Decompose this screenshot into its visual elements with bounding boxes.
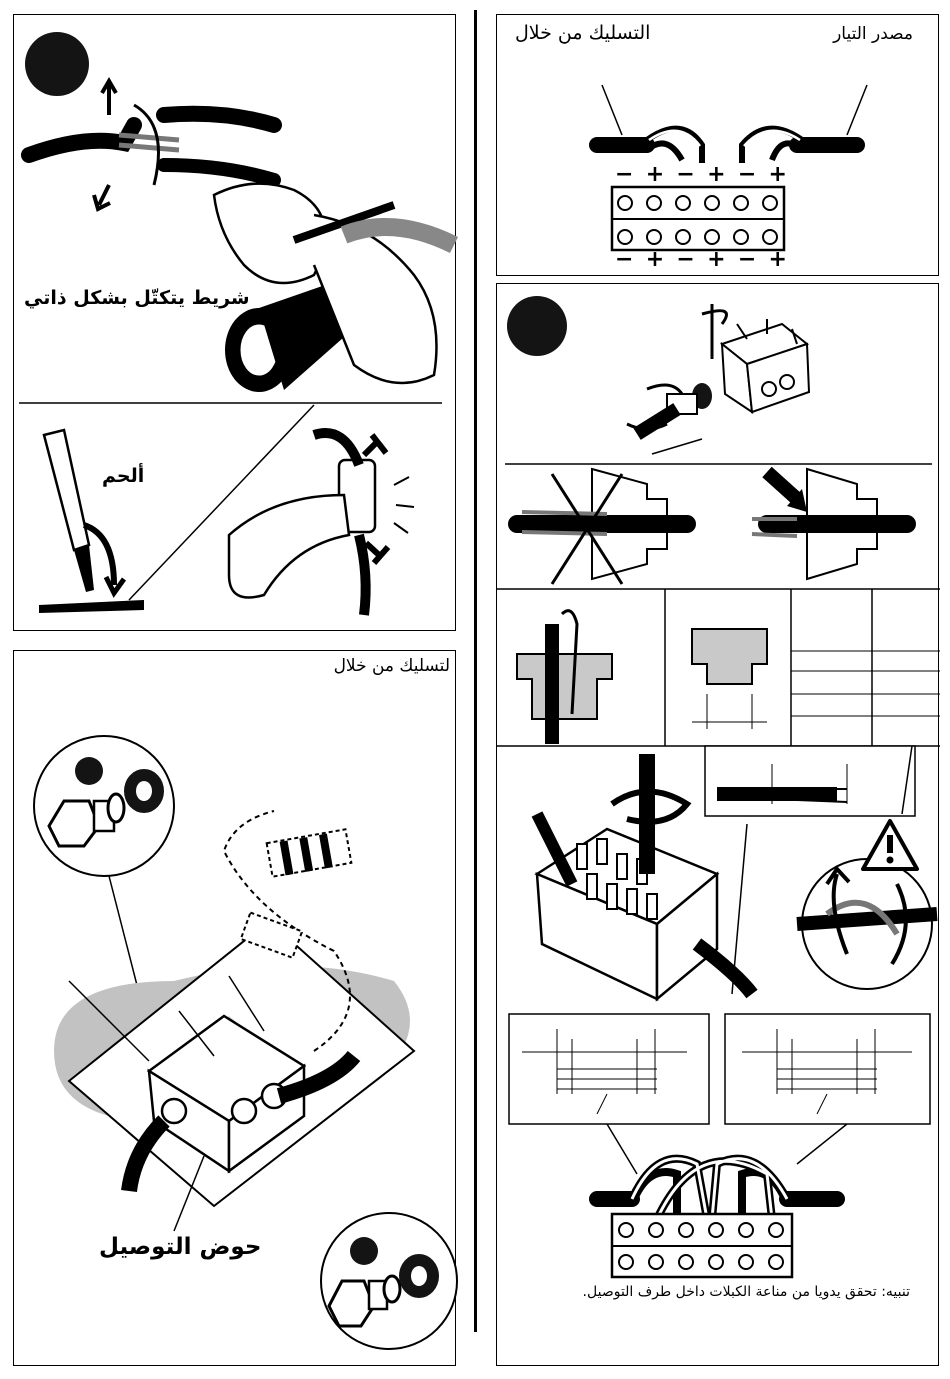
sign: + [707,247,725,272]
note-text: تنبيه: تحقق يدويا من مناعة الكبلات داخل … [583,1284,910,1300]
sign: − [738,162,756,187]
splice-illustration [14,15,457,632]
sign: − [615,247,633,272]
sign: + [707,162,725,187]
panel-splice-tape-solder: شريط يتكتّل بشكل ذاتي ألحم [13,14,456,631]
terminal-block-illustration [497,15,940,277]
center-divider [474,10,477,1332]
sign: + [769,162,787,187]
terminal-signs-top: − + − + − + [615,162,787,187]
sign: − [676,247,694,272]
panel-cable-gland: تنبيه: تحقق يدويا من مناعة الكبلات داخل … [496,283,939,1366]
panel-junction-box: لتسليك من خلال [13,650,456,1366]
sign: + [646,247,664,272]
junction-box-label: حوض التوصيل [99,1234,261,1260]
sign: − [738,247,756,272]
sign: + [769,247,787,272]
sign: − [676,162,694,187]
sign: − [615,162,633,187]
panel-terminal-block: التسليك من خلال مصدر التيار − + − + − + … [496,14,939,276]
cable-gland-illustration [497,284,940,1367]
sign: + [646,162,664,187]
solder-label: ألحم [102,465,144,487]
tape-label: شريط يتكتّل بشكل ذاتي [24,287,250,309]
terminal-signs-bottom: − + − + − + [615,247,787,272]
